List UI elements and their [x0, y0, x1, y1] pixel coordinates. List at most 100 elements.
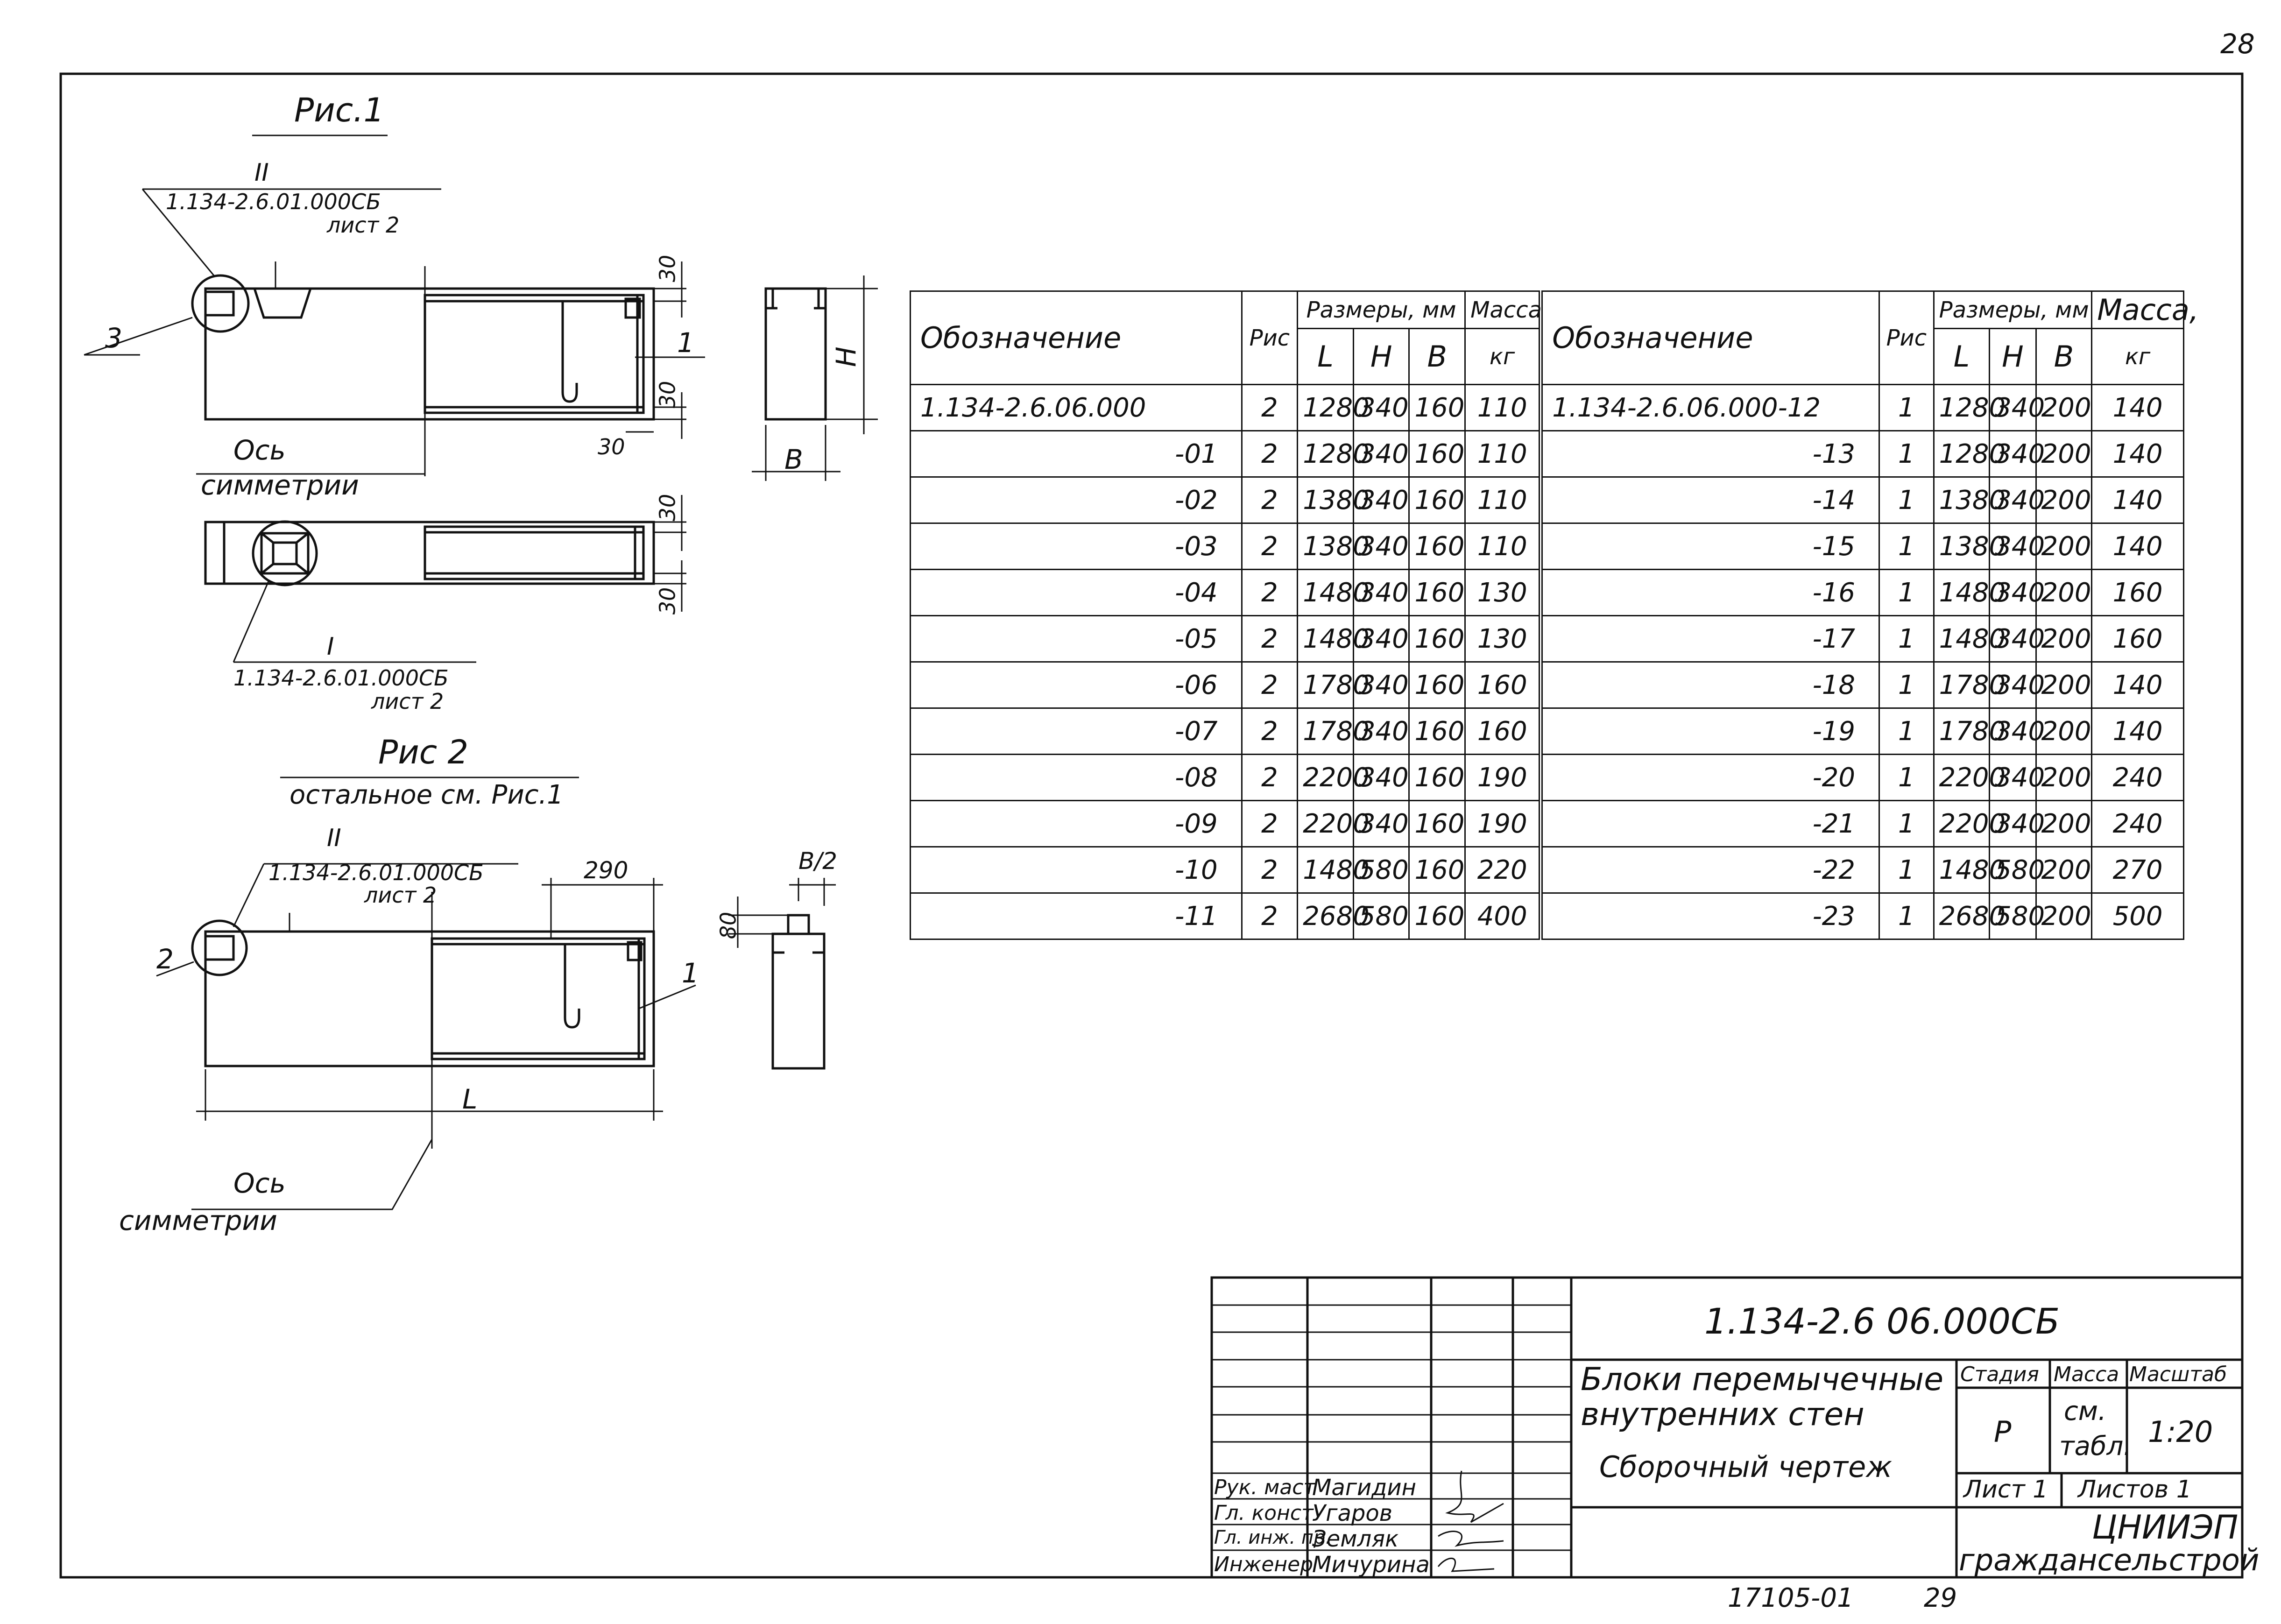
fig1-callout-3: 3 [105, 322, 122, 354]
table-cell-H1: 340 [1352, 476, 1410, 524]
table-cell-d2: 1.134-2.6.06.000-12 [1539, 384, 1880, 431]
table-cell-H2: 340 [1989, 523, 2045, 570]
table-cell-f2: 1 [1878, 661, 1935, 709]
fig1-dim-30e: 30 [655, 587, 680, 615]
table-cell-f1: 2 [1241, 615, 1299, 663]
table-cell-B2: 200 [2035, 430, 2093, 478]
fig1-axis-label-2: симметрии [201, 469, 359, 501]
footer-page: 29 [1924, 1583, 1957, 1613]
table-cell-L1: 1780 [1297, 661, 1370, 709]
table-cell-f1: 2 [1241, 707, 1299, 755]
page-number: 28 [2220, 28, 2255, 60]
fig2-title: Рис 2 [378, 733, 468, 771]
table-cell-L2: 2680 [1933, 892, 2006, 940]
table-cell-H1: 580 [1352, 892, 1410, 940]
table-cell-L1: 1780 [1297, 707, 1370, 755]
table-cell-d1: -02 [910, 476, 1243, 524]
header-mass-unit-2: кг [2091, 328, 2184, 385]
header-mass-2: Масса, [2091, 290, 2199, 329]
fig1-plan [204, 495, 686, 663]
table-cell-f2: 1 [1878, 615, 1935, 663]
fig2-ref-code: 1.134-2.6.01.000СБ [268, 860, 484, 885]
signer-role: Гл. конст [1214, 1501, 1314, 1525]
table-cell-d1: -04 [910, 569, 1243, 616]
fig1-dim-30a: 30 [655, 254, 680, 282]
table-cell-H1: 340 [1352, 754, 1410, 801]
table-cell-B1: 160 [1408, 661, 1466, 709]
fig2-dim-290: 290 [584, 857, 629, 884]
fig1-ref-top-num: II [254, 159, 269, 187]
table-cell-m2: 140 [2091, 523, 2184, 570]
table-cell-d1: 1.134-2.6.06.000 [910, 384, 1243, 431]
scale-value: 1:20 [2148, 1415, 2213, 1449]
header-sizes-2: Размеры, мм [1933, 290, 2093, 329]
fig1-title: Рис.1 [294, 91, 384, 129]
table-cell-L1: 1280 [1297, 430, 1370, 478]
table-cell-H2: 340 [1989, 430, 2045, 478]
table-cell-L2: 1380 [1933, 476, 2006, 524]
table-cell-B1: 160 [1408, 754, 1466, 801]
table-cell-B2: 200 [2035, 661, 2093, 709]
table-cell-d2: -23 [1539, 892, 1880, 940]
table-cell-d1: -06 [910, 661, 1243, 709]
fig2-axis-label-2: симметрии [119, 1205, 277, 1236]
table-cell-m2: 270 [2091, 846, 2184, 894]
fig1-ref-top-code: 1.134-2.6.01.000СБ [166, 189, 381, 214]
table-cell-d1: -03 [910, 523, 1243, 570]
table-cell-B2: 200 [2035, 846, 2093, 894]
table-cell-m1: 160 [1464, 661, 1542, 709]
header-designation-2: Обозначение [1539, 290, 1880, 385]
table-cell-f1: 2 [1241, 892, 1299, 940]
fig1-ref-bottom-code: 1.134-2.6.01.000СБ [233, 665, 449, 691]
table-cell-B1: 160 [1408, 615, 1466, 663]
table-cell-f1: 2 [1241, 430, 1299, 478]
scale-label: Масштаб [2129, 1363, 2227, 1386]
fig2-callout-1: 1 [682, 957, 699, 989]
table-cell-H1: 580 [1352, 846, 1410, 894]
table-cell-L1: 1280 [1297, 384, 1370, 431]
table-cell-B1: 160 [1408, 384, 1466, 431]
table-cell-d2: -20 [1539, 754, 1880, 801]
header-designation: Обозначение [910, 290, 1243, 385]
table-cell-f2: 1 [1878, 569, 1935, 616]
signer-role: Гл. инж. пр. [1214, 1527, 1332, 1548]
table-cell-H2: 580 [1989, 846, 2045, 894]
signer-name: Мичурина [1312, 1552, 1430, 1578]
table-cell-L1: 2200 [1297, 800, 1370, 847]
table-cell-L1: 2200 [1297, 754, 1370, 801]
mass-value-2: табл. [2059, 1431, 2132, 1462]
table-cell-m1: 130 [1464, 615, 1542, 663]
table-cell-f1: 2 [1241, 800, 1299, 847]
table-cell-d2: -15 [1539, 523, 1880, 570]
signer-name: Угаров [1312, 1500, 1393, 1526]
table-cell-f1: 2 [1241, 384, 1299, 431]
table-cell-L2: 1280 [1933, 430, 2006, 478]
header-B: B [1408, 328, 1466, 385]
header-mass: Масса [1464, 290, 1542, 329]
fig2-ref-sheet: лист 2 [364, 883, 437, 908]
table-cell-L1: 1480 [1297, 569, 1370, 616]
table-cell-H1: 340 [1352, 523, 1410, 570]
table-cell-f2: 1 [1878, 846, 1935, 894]
table-cell-B2: 200 [2035, 523, 2093, 570]
fig1-dim-H: H [830, 346, 862, 367]
fig1-elevation [84, 188, 705, 476]
table-header-row-2: L H B кг L H B кг [911, 328, 2184, 385]
fig1-ref-top-sheet: лист 2 [327, 212, 400, 238]
table-cell-H2: 340 [1989, 476, 2045, 524]
spec-table: Обозначение Рис Размеры, мм Масса Обозна… [910, 290, 2199, 940]
table-cell-H1: 340 [1352, 430, 1410, 478]
table-cell-f2: 1 [1878, 892, 1935, 940]
table-cell-m1: 110 [1464, 430, 1542, 478]
table-cell-B2: 200 [2035, 384, 2093, 431]
archive-number: 17105-01 [1728, 1583, 1854, 1613]
table-cell-f1: 2 [1241, 523, 1299, 570]
table-cell-H2: 340 [1989, 569, 2045, 616]
table-cell-m2: 140 [2091, 661, 2184, 709]
